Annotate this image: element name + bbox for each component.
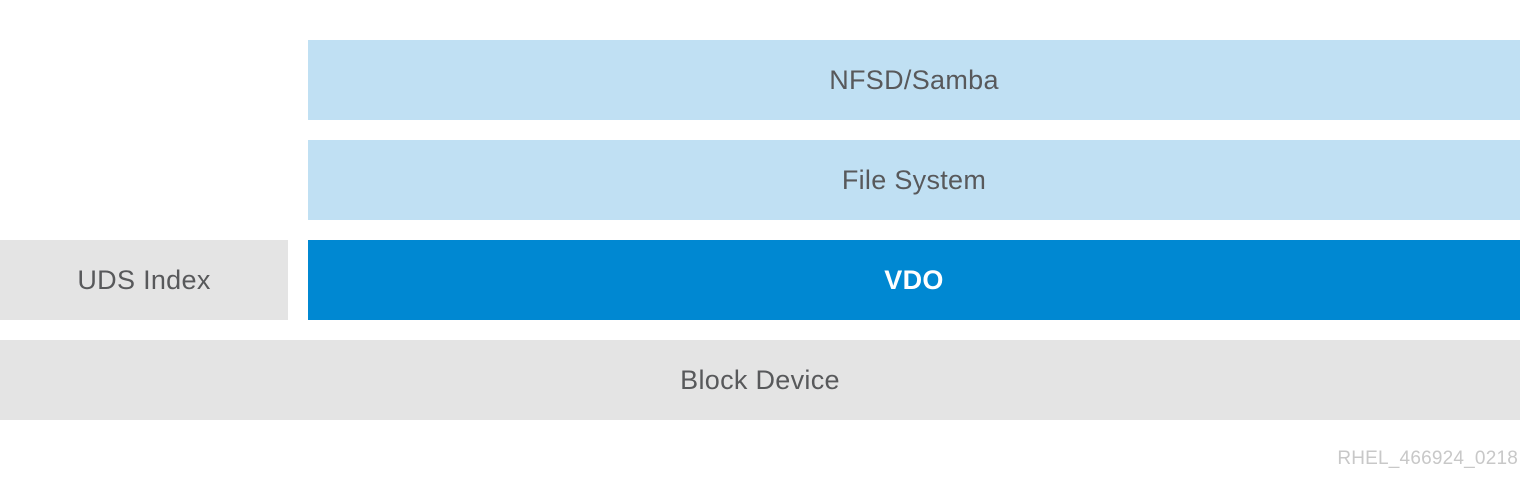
layer-nfsd-samba: NFSD/Samba (308, 40, 1520, 120)
layer-file-system: File System (308, 140, 1520, 220)
layer-uds-index-label: UDS Index (77, 264, 211, 295)
layer-uds-index: UDS Index (0, 240, 288, 320)
layer-vdo-label: VDO (884, 264, 944, 295)
layer-file-system-label: File System (841, 164, 987, 195)
layer-block-device-label: Block Device (680, 364, 840, 395)
layer-nfsd-samba-label: NFSD/Samba (829, 64, 999, 95)
layer-block-device: Block Device (0, 340, 1520, 420)
figure-id: RHEL_466924_0218 (1337, 448, 1518, 469)
layer-vdo: VDO (308, 240, 1520, 320)
